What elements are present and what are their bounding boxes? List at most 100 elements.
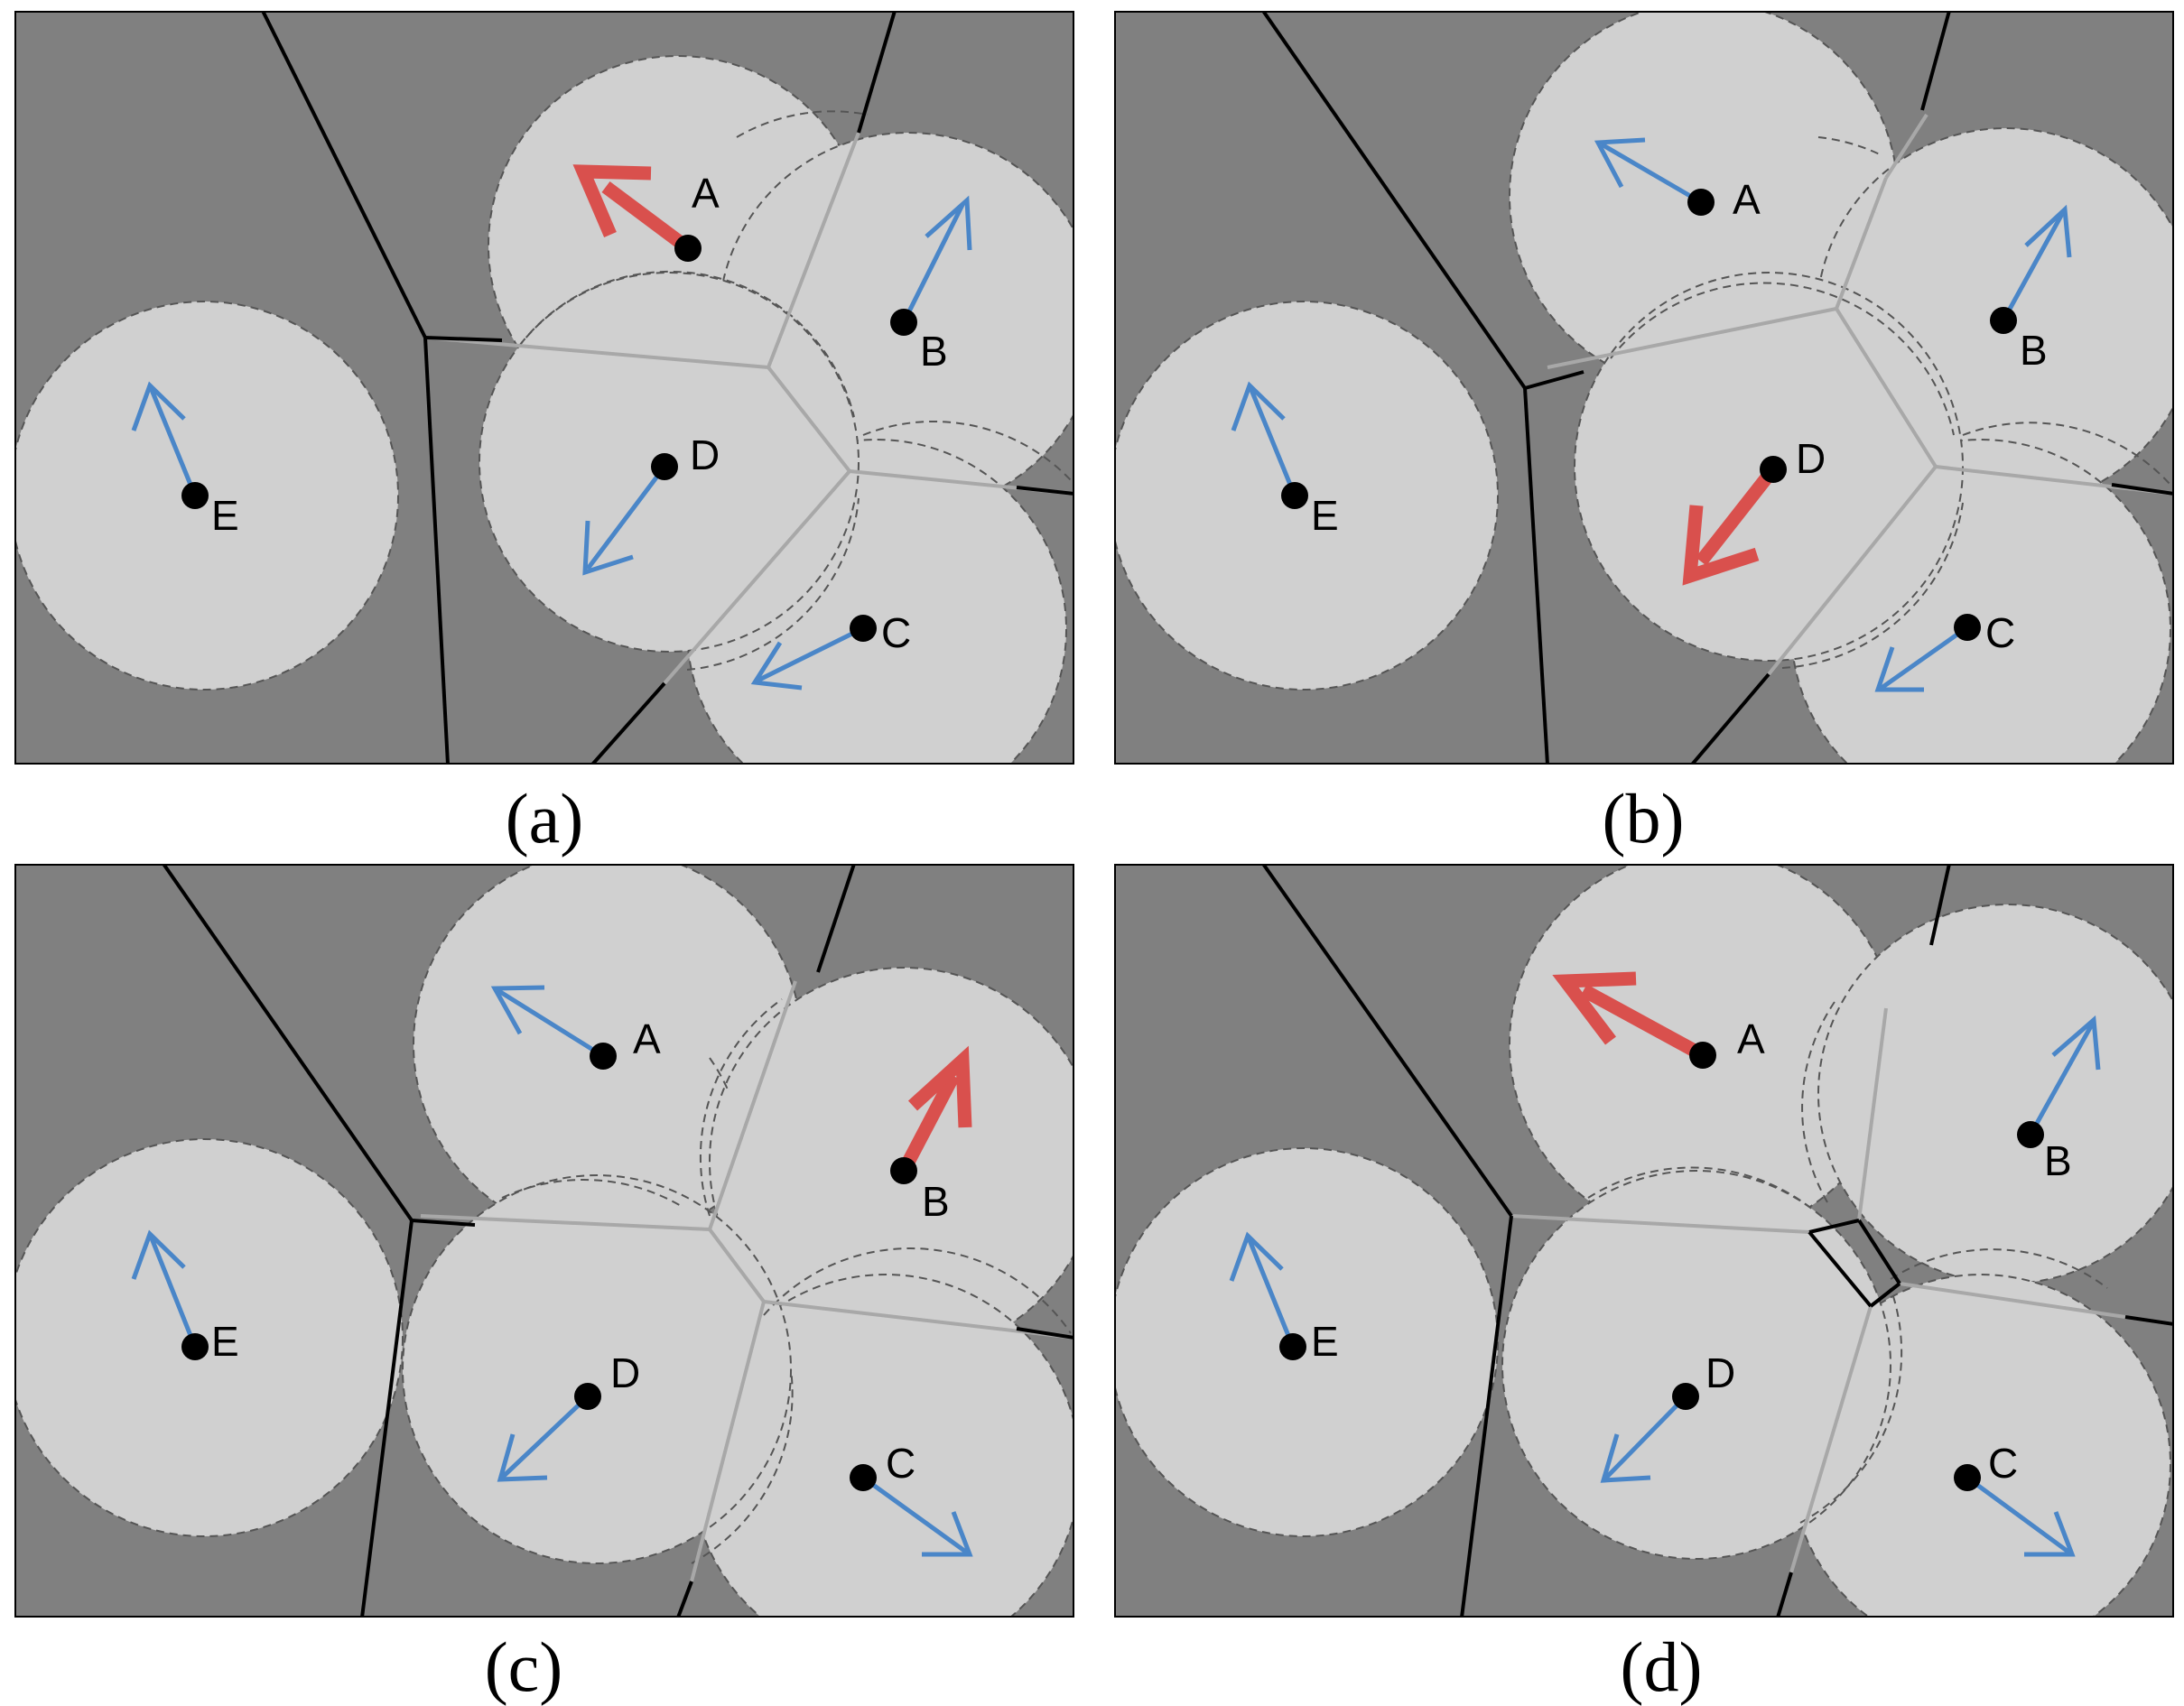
- panel-d-diagram: A B C D E: [1114, 864, 2174, 1618]
- panel-d: A B C D E: [1114, 864, 2174, 1618]
- panel-frame: [1114, 11, 2174, 765]
- overlap-arc: [763, 1247, 1072, 1334]
- sensing-disk-e: [1114, 1147, 1499, 1537]
- overlap-arc: [1801, 998, 1837, 1203]
- sensing-disk-d: [402, 1174, 792, 1564]
- node-label-b: B: [2044, 1137, 2072, 1184]
- motion-arrow-d: [1600, 1395, 1687, 1483]
- node-d: [1672, 1383, 1699, 1410]
- panel-frame: [1114, 864, 2174, 1618]
- node-label-c: C: [1988, 1440, 2018, 1487]
- node-label-e: E: [211, 1318, 239, 1365]
- node-label-e: E: [211, 492, 239, 539]
- motion-arrow-a: [1594, 137, 1703, 205]
- node-b: [890, 309, 917, 336]
- caption-d: (d): [1620, 1627, 1703, 1706]
- panel-frame: [14, 864, 1074, 1618]
- node-e: [181, 482, 209, 509]
- panel-c-diagram: A B C D E: [14, 864, 1074, 1618]
- node-d: [1760, 456, 1787, 483]
- motion-arrow-c: [750, 626, 865, 691]
- cell-boundary-edges: [1261, 864, 2174, 1618]
- node-label-d: D: [1796, 435, 1826, 482]
- node-b: [890, 1157, 917, 1184]
- node-b: [2017, 1121, 2044, 1148]
- node-label-a: A: [1733, 176, 1761, 223]
- motion-arrow-a-highlight: [572, 164, 692, 255]
- overlap-arc: [699, 998, 783, 1217]
- panel-b-diagram: A B C D E: [1114, 11, 2174, 765]
- panel-a-diagram: A B C D E: [14, 11, 1074, 765]
- motion-arrow-b: [2001, 204, 2072, 322]
- node-label-c: C: [1985, 609, 2015, 656]
- motion-arrow-c: [861, 1475, 973, 1557]
- sensing-disk-e: [14, 1138, 404, 1537]
- motion-arrow-b-highlight: [897, 1045, 972, 1174]
- motion-arrow-e: [131, 381, 198, 496]
- cell-boundary-edges: [261, 11, 1074, 765]
- motion-arrow-d: [582, 465, 666, 576]
- sensing-disk-b: [1817, 904, 2174, 1284]
- node-label-d: D: [610, 1349, 640, 1396]
- node-e: [1281, 482, 1308, 509]
- overlap-arc: [1587, 1166, 1810, 1208]
- motion-arrow-b: [901, 195, 972, 324]
- overlap-arc: [691, 1368, 794, 1564]
- overlap-arc: [1890, 1248, 2108, 1289]
- node-label-a: A: [692, 170, 720, 217]
- inner-voronoi-edges: [1547, 113, 2174, 676]
- node-label-e: E: [1311, 492, 1339, 539]
- motion-arrow-d-highlight: [1682, 465, 1779, 586]
- inner-voronoi-edges: [420, 980, 1074, 1582]
- panel-a: A B C D E: [14, 11, 1074, 765]
- node-e: [181, 1333, 209, 1360]
- overlap-arc: [862, 420, 1072, 481]
- motion-arrow-c: [1874, 625, 1969, 692]
- cell-boundary-edges: [1261, 11, 2174, 765]
- motion-arrow-e: [131, 1229, 198, 1348]
- overlap-arc: [736, 110, 869, 138]
- motion-arrow-d: [497, 1395, 590, 1482]
- node-b: [1990, 307, 2017, 334]
- node-label-b: B: [2020, 327, 2048, 374]
- node-label-d: D: [1705, 1349, 1735, 1396]
- node-c: [850, 1464, 877, 1491]
- node-a: [674, 235, 702, 262]
- overlap-arc: [501, 1179, 683, 1208]
- motion-arrow-a-highlight: [1552, 971, 1706, 1062]
- panel-c: A B C D E: [14, 864, 1074, 1618]
- overlap-arc: [709, 1057, 729, 1090]
- caption-c: (c): [484, 1627, 563, 1706]
- node-c: [1954, 1464, 1981, 1491]
- node-label-b: B: [920, 328, 948, 375]
- node-c: [850, 615, 877, 642]
- node-label-c: C: [881, 609, 911, 656]
- node-label-a: A: [1737, 1015, 1765, 1062]
- node-a: [590, 1043, 617, 1070]
- node-label-c: C: [886, 1440, 915, 1487]
- caption-a: (a): [505, 779, 584, 858]
- caption-b: (b): [1602, 779, 1685, 858]
- node-e: [1279, 1333, 1306, 1360]
- sensing-disk-d: [1501, 1170, 1891, 1560]
- overlap-arc: [1817, 136, 1882, 156]
- node-d: [651, 453, 678, 480]
- node-label-a: A: [633, 1015, 661, 1062]
- node-label-e: E: [1311, 1318, 1339, 1365]
- node-a: [1689, 1042, 1716, 1069]
- overlap-arc: [1962, 422, 2171, 486]
- node-c: [1954, 614, 1981, 641]
- node-d: [574, 1383, 601, 1410]
- motion-arrow-c: [1966, 1475, 2076, 1557]
- panel-b: A B C D E: [1114, 11, 2174, 765]
- overlap-arc: [1799, 1287, 1903, 1524]
- motion-arrow-a: [490, 985, 605, 1059]
- motion-arrow-e: [1229, 1231, 1296, 1348]
- overlap-arc: [1610, 282, 1955, 436]
- motion-arrow-b: [2028, 1015, 2101, 1136]
- node-a: [1687, 189, 1715, 216]
- cell-boundary-edges: [162, 864, 1074, 1618]
- motion-arrow-e: [1231, 381, 1297, 496]
- panel-frame: [14, 11, 1074, 765]
- node-label-d: D: [690, 431, 720, 478]
